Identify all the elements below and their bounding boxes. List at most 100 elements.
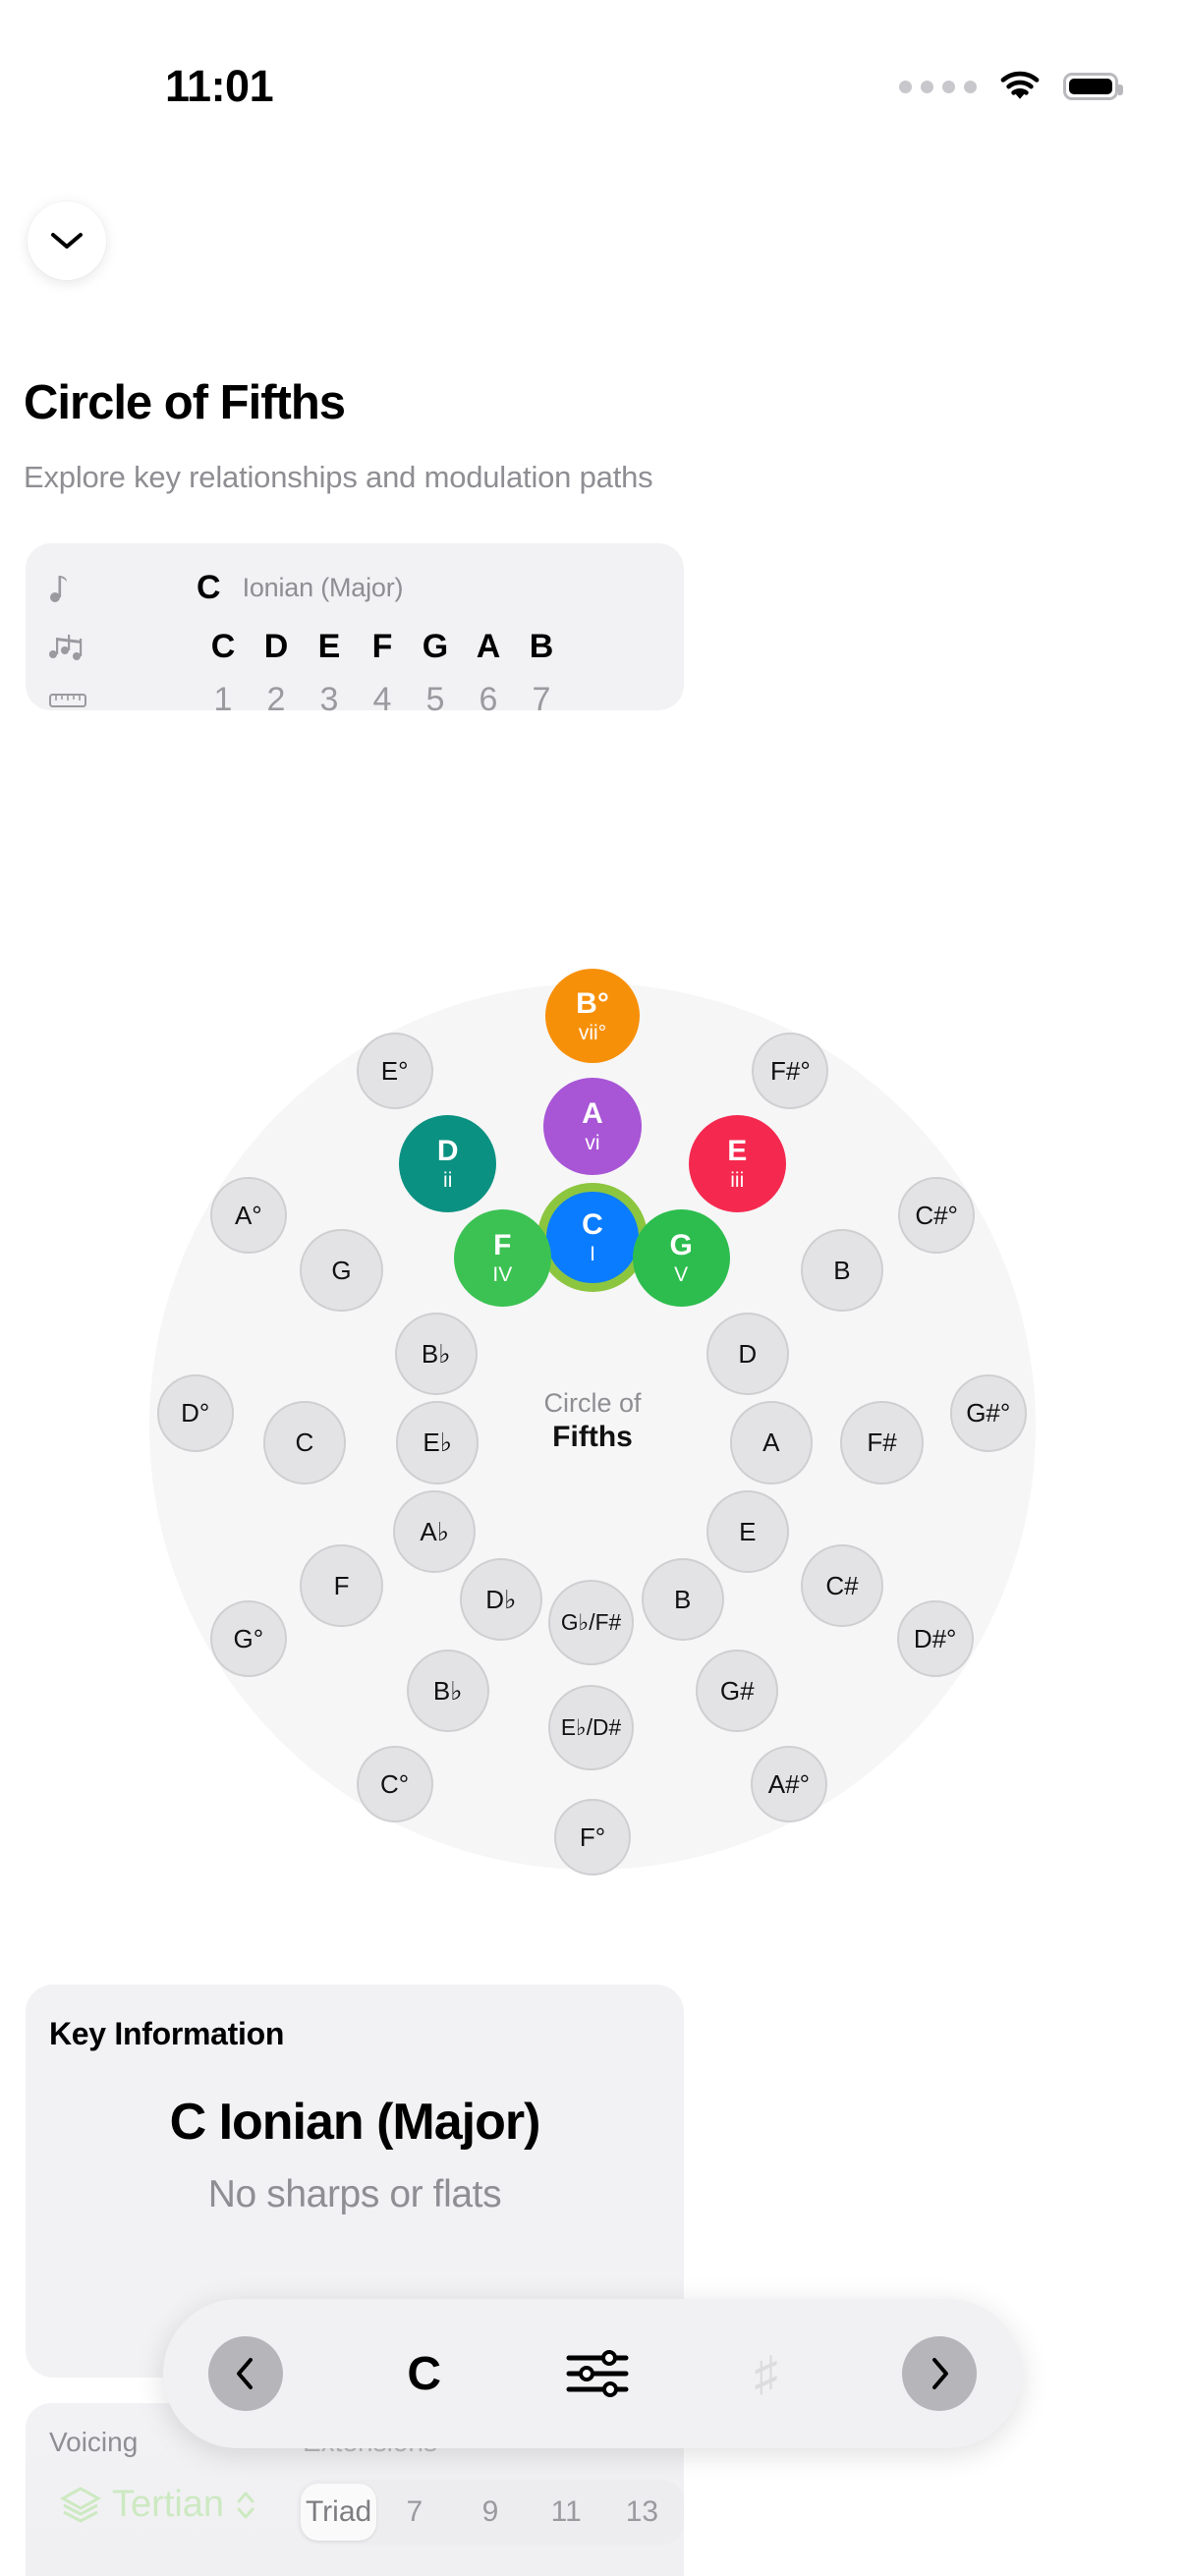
circle-node-roman: ii [443,1168,453,1192]
circle-node-B[interactable]: B [641,1557,724,1641]
scale-degree: 3 [319,681,339,718]
circle-node-A#[interactable]: A#° [750,1745,827,1822]
circle-node-label: G [331,1255,352,1285]
ruler-icon [49,691,104,710]
scale-degrees-row: 1 2 3 4 5 6 7 [49,681,568,719]
circle-node-F[interactable]: F° [553,1798,632,1876]
scale-degrees: 1 2 3 4 5 6 7 [197,681,568,719]
circle-node-A[interactable]: A♭ [393,1489,477,1573]
circle-node-label: A [762,1428,780,1458]
scale-note: E [317,628,341,665]
circle-node-label: C° [380,1768,410,1799]
circle-node-G#[interactable]: G#° [949,1374,1027,1452]
circle-node-label: E♭ [423,1428,452,1458]
voicing-select[interactable]: Tertian [59,2484,257,2526]
circle-node-C[interactable]: C° [356,1745,433,1822]
scale-degree: 2 [266,681,286,718]
circle-node-label: B♭ [432,1675,463,1706]
extension-chip-7[interactable]: 7 [406,2495,423,2528]
next-key-button[interactable] [901,2336,977,2411]
current-key-label[interactable]: C [407,2347,441,2400]
extension-chip-13[interactable]: 13 [625,2495,659,2528]
scale-notes: C D E F G A B [197,628,568,666]
voicing-label: Voicing [49,2427,139,2457]
extensions-chips[interactable]: Triad 7 9 11 13 [297,2480,684,2545]
circle-node-C#[interactable]: C#° [898,1176,976,1255]
scale-note: B [529,628,554,665]
circle-node-B-vii[interactable]: B°vii° [544,969,641,1064]
circle-node-roman: vii° [578,1021,607,1044]
circle-node-label: A♭ [420,1516,449,1546]
scale-key: C [197,569,221,606]
circle-node-label: G# [719,1675,755,1706]
circle-node-C[interactable]: C [262,1401,347,1484]
circle-node-roman: I [590,1243,595,1266]
scale-info-card: C Ionian (Major) C D E F G A B [26,543,684,718]
collapse-button[interactable] [28,201,106,280]
circle-node-label: F° [579,1821,606,1852]
scale-degree: 6 [479,681,498,718]
circle-node-label: F# [867,1428,897,1458]
circle-node-E[interactable]: E° [356,1032,433,1109]
voicing-value: Tertian [112,2484,225,2525]
scale-key-row: C Ionian (Major) [49,569,404,607]
chevron-down-icon [51,233,83,249]
extension-chip-9[interactable]: 9 [481,2495,499,2528]
scale-note: F [371,628,393,665]
circle-node-roman: iii [730,1168,745,1192]
circle-node-F#[interactable]: F# [840,1401,924,1484]
circle-node-roman: IV [492,1263,513,1287]
circle-node-label: F [333,1571,350,1601]
circle-node-G#[interactable]: G# [696,1649,779,1733]
layers-icon [59,2486,102,2523]
scale-notes-row: C D E F G A B [49,628,568,666]
circle-node-F#[interactable]: F#° [752,1032,829,1109]
circle-node-D[interactable]: D° [156,1374,234,1452]
circle-node-B[interactable]: B [800,1228,884,1312]
circle-node-label: B [833,1255,851,1285]
circle-node-D[interactable]: D♭ [459,1557,542,1641]
chevron-left-icon [237,2358,253,2389]
circle-node-label: G#° [966,1398,1011,1428]
circle-node-E[interactable]: E♭ [396,1401,480,1484]
previous-key-button[interactable] [208,2336,283,2411]
sharp-toggle-button[interactable]: ♯ [754,2347,778,2400]
scale-note: C [210,628,236,665]
circle-node-roman: V [674,1263,689,1287]
circle-node-D[interactable]: D [705,1313,789,1396]
circle-node-G[interactable]: G° [209,1600,287,1678]
scale-degree: 4 [372,681,392,718]
circle-node-G[interactable]: G [300,1228,383,1312]
circle-node-A[interactable]: A [729,1401,813,1484]
circle-node-E[interactable]: E [705,1489,789,1573]
circle-node-F[interactable]: F [300,1544,383,1628]
circle-node-label: B [673,1584,692,1614]
circle-node-B[interactable]: B♭ [406,1649,489,1733]
circle-node-label: A [582,1097,603,1131]
extension-chip-triad[interactable]: Triad [301,2484,377,2541]
circle-node-ED#[interactable]: E♭/D# [547,1684,635,1771]
circle-node-label: A#° [767,1768,810,1799]
circle-node-label: G [669,1229,693,1262]
circle-node-label: C#° [915,1201,958,1231]
extension-chip-11[interactable]: 11 [550,2495,582,2528]
music-notes-icon [49,633,104,662]
circle-node-A[interactable]: A° [209,1176,287,1255]
signal-dots-icon [899,80,977,93]
status-bar: 11:01 [0,0,1185,118]
battery-full-icon [1063,73,1123,100]
circle-node-label: C# [825,1571,859,1601]
circle-node-GF#[interactable]: G♭/F# [547,1580,635,1666]
circle-node-D#[interactable]: D#° [896,1600,974,1678]
status-indicators [899,71,1123,102]
circle-node-C#[interactable]: C# [800,1544,884,1628]
settings-button[interactable] [565,2347,630,2400]
circle-node-B[interactable]: B♭ [394,1313,478,1396]
